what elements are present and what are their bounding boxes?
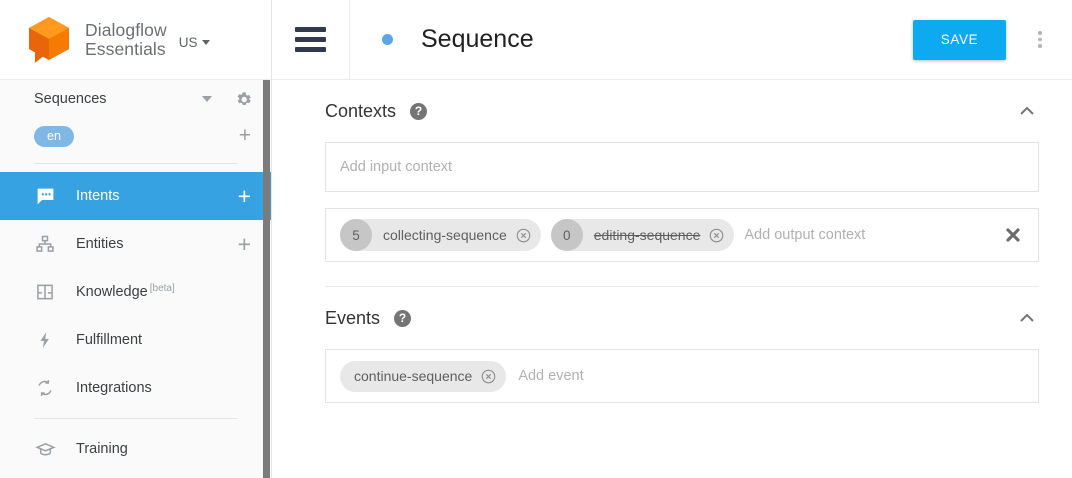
hamburger-menu-icon[interactable] bbox=[272, 0, 349, 80]
knowledge-book-icon bbox=[34, 281, 56, 303]
output-context-placeholder: Add output context bbox=[744, 227, 866, 243]
help-question-icon[interactable]: ? bbox=[394, 309, 412, 327]
beta-badge: [beta] bbox=[149, 283, 175, 294]
bar bbox=[295, 27, 326, 32]
bar bbox=[295, 47, 326, 52]
topbar: Sequence SAVE bbox=[272, 0, 1072, 80]
chevron-down-icon[interactable] bbox=[202, 96, 212, 102]
event-chip[interactable]: continue-sequence bbox=[340, 360, 507, 392]
sidebar-item-label: Training bbox=[76, 441, 251, 457]
label-text: Fulfillment bbox=[76, 332, 143, 348]
label-text: Intents bbox=[76, 188, 120, 204]
add-intent-plus-icon[interactable]: + bbox=[237, 183, 251, 209]
input-context-placeholder: Add input context bbox=[340, 159, 453, 175]
blue-status-dot bbox=[382, 34, 393, 45]
event-placeholder: Add event bbox=[518, 368, 584, 384]
content-area: Contexts ? Add input context 5 co bbox=[272, 80, 1072, 403]
region-label: US bbox=[178, 35, 198, 50]
remove-circle-icon[interactable] bbox=[709, 228, 724, 243]
chevron-up-icon[interactable] bbox=[1015, 99, 1039, 123]
output-context-chip[interactable]: 5 collecting-sequence bbox=[340, 219, 541, 251]
contexts-header: Contexts ? bbox=[325, 80, 1039, 142]
kebab-more-icon[interactable] bbox=[1016, 16, 1064, 64]
chevron-up-icon[interactable] bbox=[1015, 306, 1039, 330]
label-text: Integrations bbox=[76, 380, 152, 396]
sidebar-nav-divider bbox=[34, 418, 237, 419]
brand-line-2: Essentials bbox=[85, 38, 166, 59]
main-panel: Sequence SAVE Contexts ? bbox=[272, 0, 1072, 478]
sidebar-item-label: Entities bbox=[76, 236, 238, 252]
sidebar-item-label: Intents bbox=[76, 188, 238, 204]
context-lifespan-count[interactable]: 5 bbox=[340, 219, 372, 251]
save-button[interactable]: SAVE bbox=[913, 19, 1006, 60]
sidebar-item-integrations[interactable]: Integrations bbox=[0, 364, 271, 412]
events-header: Events ? bbox=[325, 287, 1039, 349]
sidebar-item-entities[interactable]: Entities + bbox=[0, 220, 271, 268]
events-title: Events bbox=[325, 307, 381, 328]
remove-circle-icon[interactable] bbox=[481, 369, 496, 384]
sidebar-item-label: Fulfillment bbox=[76, 332, 251, 348]
output-context-chip[interactable]: 0 editing-sequence bbox=[550, 219, 735, 251]
events-section: Events ? continue-sequence bbox=[272, 287, 1072, 403]
sidebar-item-training[interactable]: Training bbox=[0, 425, 271, 473]
page-title: Sequence bbox=[421, 25, 534, 53]
brand-line-1: Dialogflow bbox=[85, 19, 167, 40]
sidebar-item-fulfillment[interactable]: Fulfillment bbox=[0, 316, 271, 364]
input-context-field[interactable]: Add input context bbox=[325, 142, 1039, 192]
topbar-divider bbox=[349, 0, 350, 80]
dialogflow-cube-logo bbox=[26, 15, 72, 65]
intents-chat-icon bbox=[34, 185, 56, 207]
sidebar-item-label: Integrations bbox=[76, 380, 251, 396]
context-lifespan-count[interactable]: 0 bbox=[550, 219, 583, 251]
close-x-icon[interactable] bbox=[1002, 224, 1024, 246]
add-language-plus-icon[interactable]: + bbox=[238, 124, 251, 147]
context-name: collecting-sequence bbox=[383, 227, 507, 243]
dot bbox=[1038, 44, 1042, 48]
agent-name: Sequences bbox=[34, 91, 107, 107]
dot bbox=[1038, 31, 1042, 35]
bar bbox=[295, 37, 326, 42]
agent-selector-row[interactable]: Sequences bbox=[0, 80, 271, 118]
event-name: continue-sequence bbox=[354, 368, 473, 384]
sidebar-item-intents[interactable]: Intents + bbox=[0, 172, 271, 220]
language-chip-en[interactable]: en bbox=[34, 125, 74, 147]
label-text: Knowledge bbox=[76, 284, 148, 300]
integrations-refresh-icon bbox=[34, 377, 56, 399]
contexts-section: Contexts ? Add input context 5 co bbox=[272, 80, 1072, 262]
title-area: Sequence bbox=[350, 25, 913, 54]
language-row: en + bbox=[0, 118, 271, 154]
dot bbox=[1038, 37, 1042, 42]
sidebar-item-label: Knowledge[beta] bbox=[76, 283, 251, 300]
fulfillment-bolt-icon bbox=[34, 329, 56, 351]
sidebar-scrollbar-thumb[interactable] bbox=[263, 80, 270, 478]
sidebar-divider bbox=[34, 163, 237, 164]
region-selector[interactable]: US bbox=[179, 29, 210, 50]
training-graduation-cap-icon bbox=[34, 438, 56, 460]
events-field[interactable]: continue-sequence Add event bbox=[325, 349, 1039, 403]
help-question-icon[interactable]: ? bbox=[410, 102, 428, 120]
section-divider bbox=[325, 286, 1039, 287]
context-name: editing-sequence bbox=[593, 227, 701, 243]
sidebar-item-knowledge[interactable]: Knowledge[beta] bbox=[0, 268, 271, 316]
remove-circle-icon[interactable] bbox=[516, 228, 531, 243]
gear-icon[interactable] bbox=[234, 90, 253, 109]
sidebar-nav: Intents + Entities + bbox=[0, 172, 271, 473]
label-text: Training bbox=[76, 441, 128, 457]
label-text: Entities bbox=[76, 236, 124, 252]
contexts-title: Contexts bbox=[325, 100, 397, 121]
entities-hierarchy-icon bbox=[34, 233, 56, 255]
output-context-field[interactable]: 5 collecting-sequence 0 editing-sequence bbox=[325, 208, 1039, 262]
add-entity-plus-icon[interactable]: + bbox=[237, 231, 251, 257]
chevron-down-icon bbox=[201, 40, 210, 45]
